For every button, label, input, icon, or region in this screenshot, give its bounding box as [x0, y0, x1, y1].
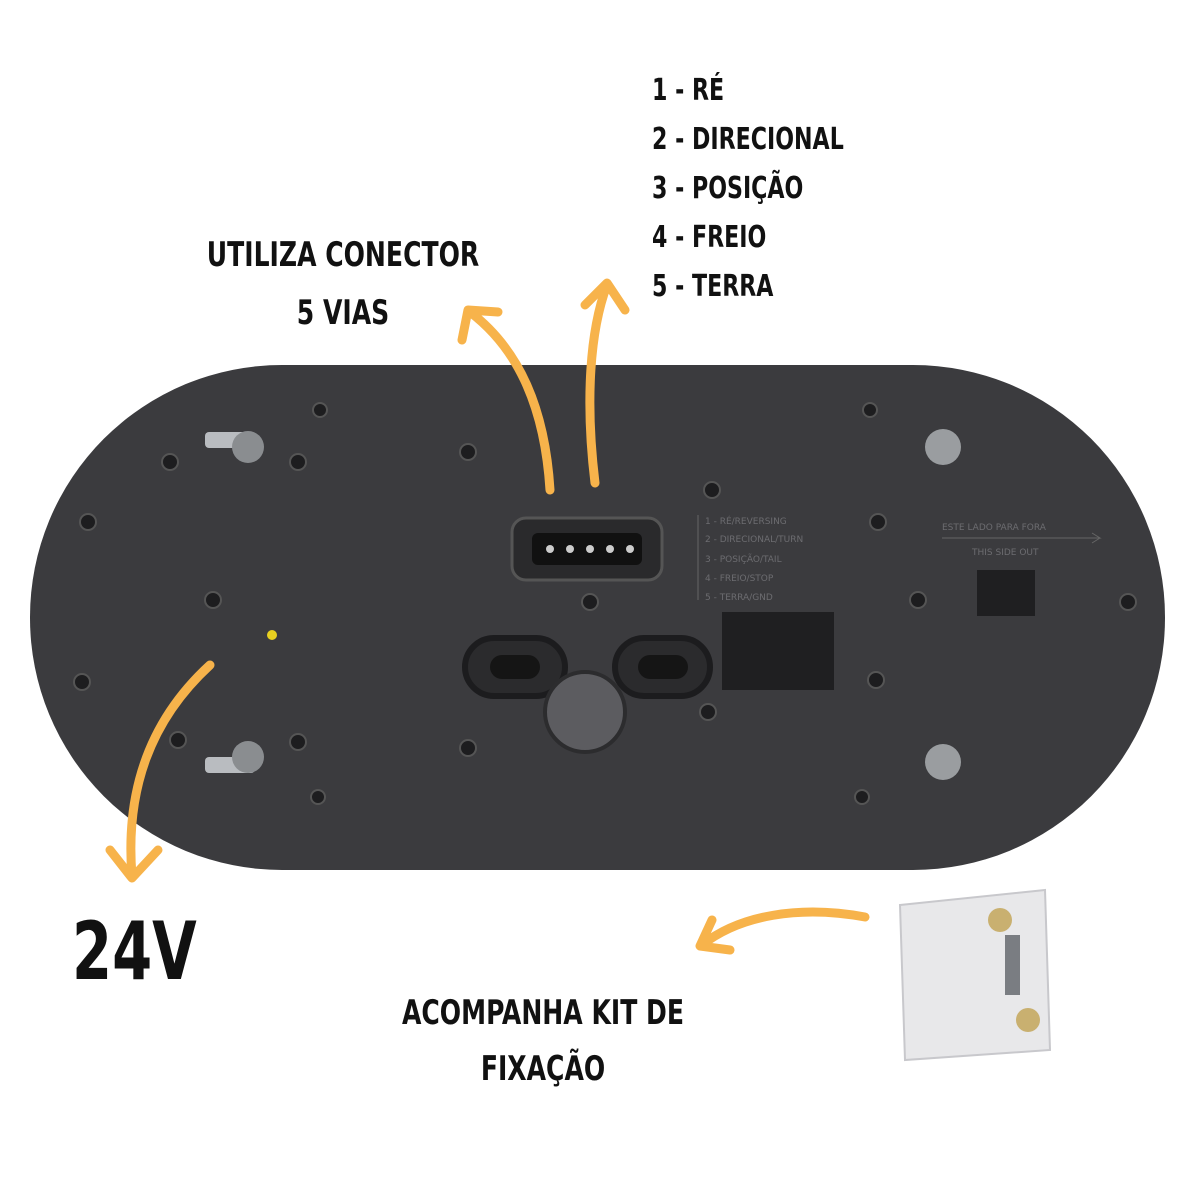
- voltage-label: 24V: [72, 905, 197, 998]
- fixing-kit-bag: [898, 888, 1052, 1062]
- pinout-item: 1 - RÉ: [652, 73, 725, 108]
- kit-note: ACOMPANHA KIT DE FIXAÇÃO: [379, 985, 707, 1097]
- screw-holes: [73, 402, 1137, 805]
- emb-side-en: THIS SIDE OUT: [971, 548, 1039, 558]
- label-sticker: [977, 570, 1035, 616]
- emb-pin: 3 - POSIÇÃO/TAIL: [705, 554, 782, 565]
- kit-note-line2: FIXAÇÃO: [480, 1049, 606, 1089]
- emb-pin: 1 - RÉ/REVERSING: [705, 515, 787, 527]
- connector-note-line1: UTILIZA CONECTOR: [206, 235, 480, 275]
- pinout-list: 1 - RÉ 2 - DIRECIONAL 3 - POSIÇÃO 4 - FR…: [652, 66, 844, 311]
- lamp-housing: [30, 365, 1165, 870]
- connector-5-pin: [510, 516, 664, 582]
- arrow-icon: [580, 278, 630, 488]
- emb-pin: 2 - DIRECIONAL/TURN: [705, 535, 803, 545]
- mounting-studs: [205, 429, 961, 780]
- arrow-icon: [457, 305, 555, 495]
- arrows: [105, 278, 870, 955]
- pinout-item: 3 - POSIÇÃO: [652, 171, 804, 206]
- arrow-icon: [105, 660, 215, 883]
- grommets: [462, 635, 713, 754]
- connector-note: UTILIZA CONECTOR 5 VIAS: [179, 226, 507, 342]
- kit-note-line1: ACOMPANHA KIT DE: [401, 993, 685, 1033]
- pinout-item: 4 - FREIO: [652, 220, 767, 255]
- pinout-item: 2 - DIRECIONAL: [652, 122, 844, 157]
- emb-pin: 5 - TERRA/GND: [705, 593, 773, 603]
- pinout-item: 5 - TERRA: [652, 269, 774, 304]
- connector-note-line2: 5 VIAS: [296, 293, 390, 333]
- yellow-dot: [267, 630, 277, 640]
- emb-pin: 4 - FREIO/STOP: [705, 574, 774, 584]
- arrow-icon: [695, 907, 870, 955]
- emb-side-pt: ESTE LADO PARA FORA: [942, 523, 1047, 533]
- label-sticker: [722, 612, 834, 690]
